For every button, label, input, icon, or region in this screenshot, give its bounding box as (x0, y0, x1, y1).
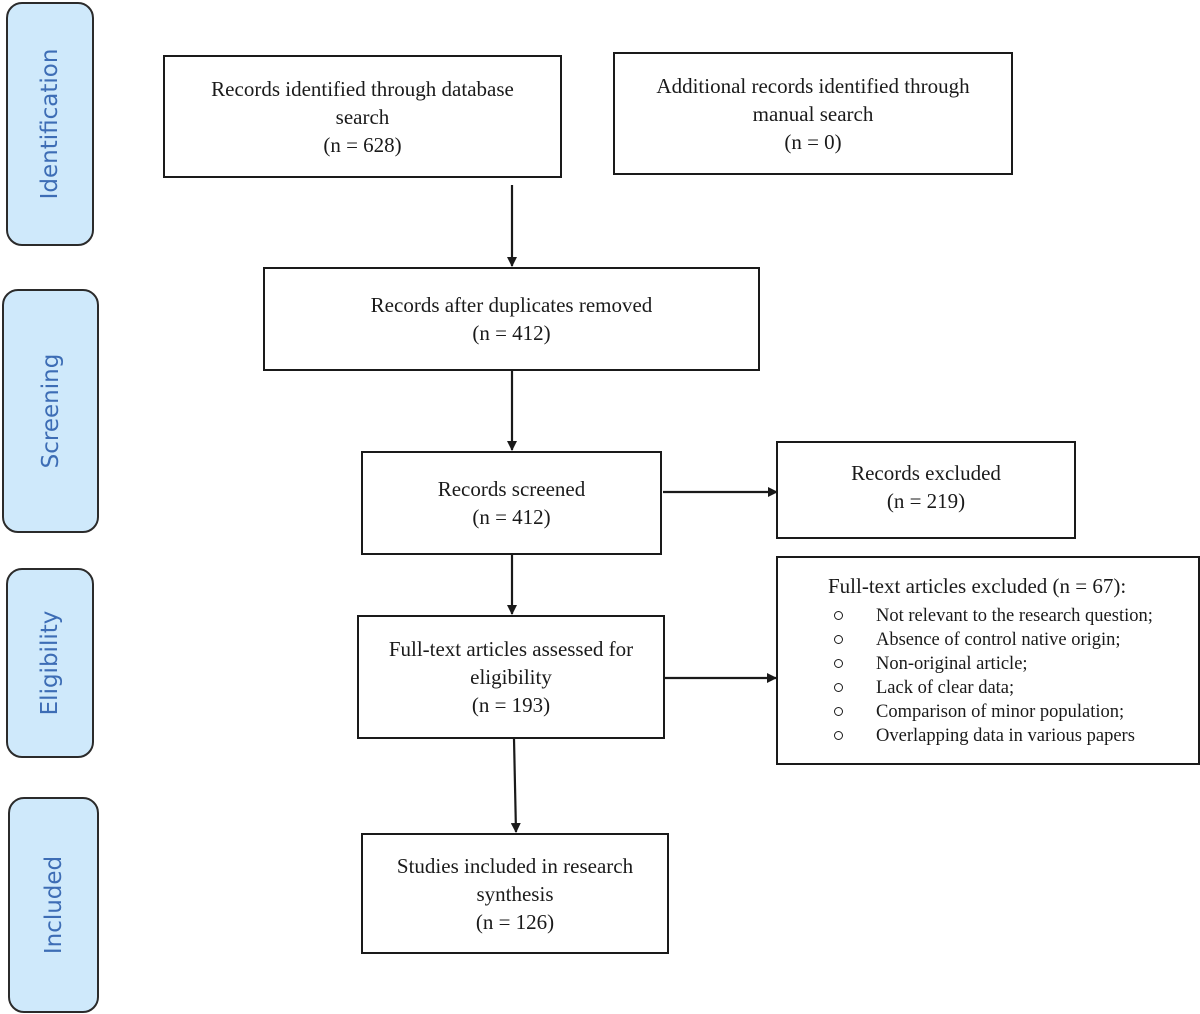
included-studies-count: (n = 126) (475, 909, 555, 934)
exclusion-reason: Lack of clear data; (876, 678, 1015, 698)
database-search-line2: search (335, 104, 390, 129)
manual-search-line2: manual search (752, 101, 874, 126)
box-included-studies: Studies included in research synthesis (… (361, 833, 669, 954)
box-full-text-assessed: Full-text articles assessed for eligibil… (357, 615, 665, 739)
exclusion-reason: Absence of control native origin; (876, 630, 1121, 650)
exclusion-reason: Not relevant to the research question; (876, 606, 1153, 626)
phase-included: Included (8, 797, 99, 1013)
full-text-assessed-line2: eligibility (470, 665, 552, 689)
included-studies-line2: synthesis (476, 881, 554, 906)
included-studies-line1: Studies included in research (396, 853, 634, 878)
box-manual-search: Additional records identified through ma… (613, 52, 1013, 175)
full-text-assessed-count: (n = 193) (471, 693, 551, 717)
records-excluded-count: (n = 219) (886, 489, 966, 513)
exclusion-reason: Comparison of minor population; (876, 702, 1125, 722)
duplicates-removed-line1: Records after duplicates removed (370, 293, 653, 317)
phase-screening: Screening (2, 289, 99, 533)
arrow-fulltext-to-included (510, 738, 521, 833)
records-screened-count: (n = 412) (472, 505, 551, 529)
circle-bullet-icon (834, 635, 843, 644)
box-records-excluded: Records excluded (n = 219) (776, 441, 1076, 539)
database-search-line1: Records identified through database (211, 76, 514, 101)
circle-bullet-icon (834, 659, 843, 668)
box-database-search: Records identified through database sear… (163, 55, 562, 178)
box-full-text-excluded: Full-text articles excluded (n = 67): No… (776, 556, 1200, 765)
box-duplicates-removed: Records after duplicates removed (n = 41… (263, 267, 760, 371)
circle-bullet-icon (834, 611, 843, 620)
manual-search-count: (n = 0) (784, 129, 842, 154)
full-text-excluded-title: Full-text articles excluded (n = 67): (828, 574, 1127, 598)
circle-bullet-icon (834, 683, 843, 692)
records-screened-line1: Records screened (437, 477, 586, 501)
records-excluded-line1: Records excluded (851, 461, 1001, 485)
full-text-assessed-line1: Full-text articles assessed for (388, 637, 634, 661)
circle-bullet-icon (834, 731, 843, 740)
exclusion-reason: Overlapping data in various papers (876, 726, 1135, 746)
exclusion-reason: Non-original article; (876, 654, 1028, 674)
phase-eligibility: Eligibility (6, 568, 94, 758)
duplicates-removed-count: (n = 412) (472, 321, 551, 345)
phase-identification: Identification (6, 2, 94, 246)
box-records-screened: Records screened (n = 412) (361, 451, 662, 555)
database-search-count: (n = 628) (323, 132, 402, 157)
circle-bullet-icon (834, 707, 843, 716)
manual-search-line1: Additional records identified through (656, 73, 970, 98)
